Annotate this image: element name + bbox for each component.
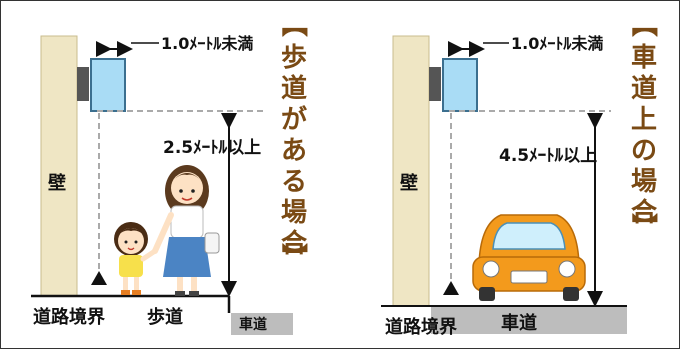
right-overhang-label: 1.0ﾒｰﾄﾙ未満	[511, 34, 603, 53]
right-title-char: 上	[631, 105, 657, 135]
left-sidewalk-label: 歩道	[147, 306, 183, 328]
left-height-label: 2.5ﾒｰﾄﾙ以上	[163, 138, 261, 158]
right-title-char: 車	[631, 43, 657, 73]
right-wall	[392, 35, 430, 307]
right-roadway-label: 車道	[501, 312, 537, 334]
left-title-char: 道	[281, 73, 307, 104]
right-title-char: 道	[631, 73, 657, 104]
right-roadway	[431, 306, 627, 334]
left-title-char: が	[281, 104, 307, 135]
left-title-char: あ	[281, 136, 307, 166]
left-title-char: 合	[281, 228, 308, 259]
woman-figure	[152, 165, 220, 296]
right-sign-bracket	[429, 67, 441, 101]
left-title: 【 歩 道 が あ る 場 合 】	[278, 11, 308, 269]
left-title-char: る	[281, 167, 307, 197]
right-wall-label: 壁	[400, 172, 418, 194]
right-title-char: 合	[631, 197, 658, 228]
left-title-char: 場	[281, 198, 307, 228]
right-title-char: 【	[628, 11, 658, 37]
left-roadway	[231, 313, 293, 335]
left-overhang-label: 1.0ﾒｰﾄﾙ未満	[161, 34, 253, 53]
right-panel: 壁 1.0ﾒｰﾄﾙ未満 4.5ﾒｰﾄﾙ以上 車道 道路境界	[381, 11, 658, 338]
right-title-char: の	[631, 136, 657, 166]
left-wall	[40, 35, 78, 297]
right-title-char: 】	[628, 213, 658, 239]
right-title: 【 車 道 上 の 場 合 】	[628, 11, 658, 239]
left-boundary-marker	[91, 271, 107, 285]
left-sign	[90, 58, 126, 112]
left-title-char: 歩	[281, 43, 307, 73]
right-height-label: 4.5ﾒｰﾄﾙ以上	[499, 146, 597, 166]
left-wall-label: 壁	[48, 172, 66, 194]
left-panel: 壁 1.0ﾒｰﾄﾙ未満 2.5ﾒｰﾄﾙ以上 車道 道路境界 歩道	[31, 11, 308, 335]
left-title-char: 【	[278, 11, 308, 37]
left-roadway-label: 車道	[239, 316, 267, 333]
left-title-char: 】	[278, 243, 308, 269]
right-boundary-marker	[443, 281, 459, 295]
left-boundary-label: 道路境界	[33, 306, 105, 328]
right-title-char: 場	[631, 167, 657, 197]
child-figure	[114, 222, 158, 295]
left-sign-bracket	[77, 67, 89, 101]
right-boundary-label: 道路境界	[385, 316, 457, 338]
right-sign	[442, 58, 478, 112]
car-figure	[472, 214, 586, 301]
